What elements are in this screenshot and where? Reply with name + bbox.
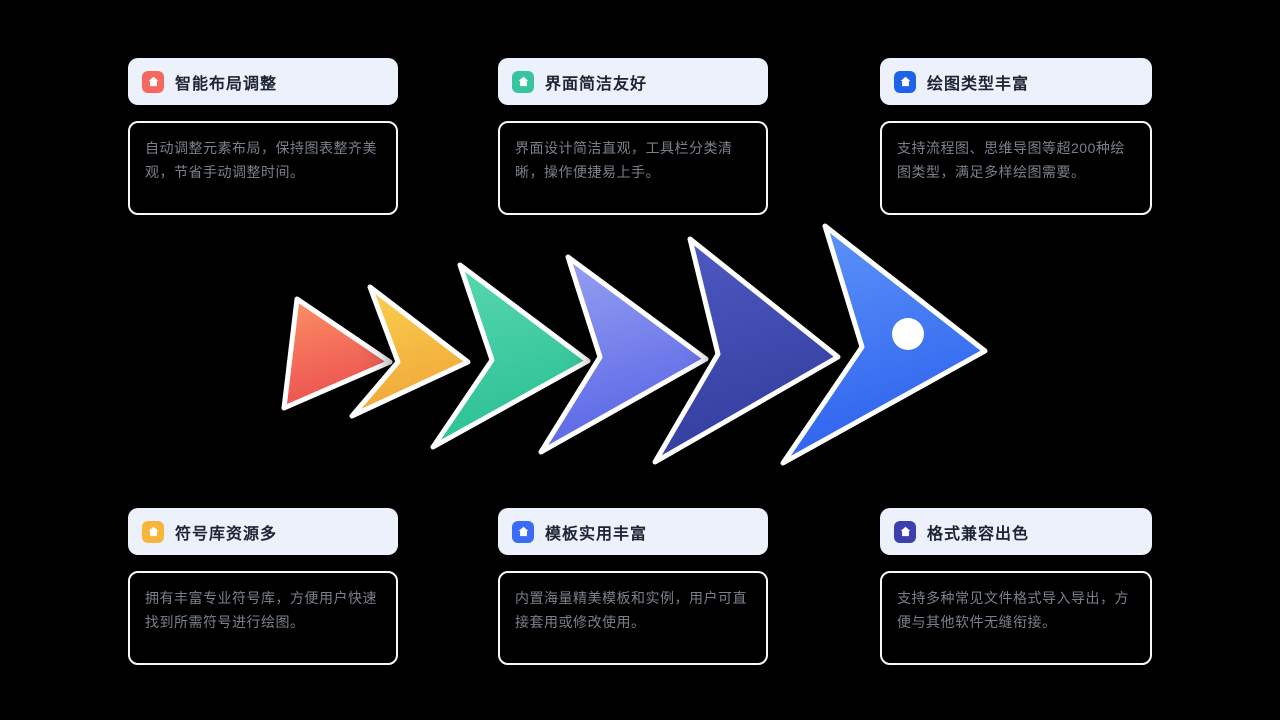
home-icon xyxy=(142,520,164,543)
feature-card-smart-layout: 智能布局调整 自动调整元素布局，保持图表整齐美观，节省手动调整时间。 xyxy=(128,58,398,215)
feature-title: 绘图类型丰富 xyxy=(927,75,1030,93)
feature-description: 拥有丰富专业符号库，方便用户快速找到所需符号进行绘图。 xyxy=(128,571,398,665)
home-icon xyxy=(512,70,534,93)
feature-card-header: 绘图类型丰富 xyxy=(880,58,1152,105)
feature-card-header: 界面简洁友好 xyxy=(498,58,768,105)
arrow-yellow xyxy=(349,284,471,419)
feature-description: 支持流程图、思维导图等超200种绘图类型，满足多样绘图需要。 xyxy=(880,121,1152,215)
feature-title: 模板实用丰富 xyxy=(545,525,648,543)
home-icon xyxy=(142,70,164,93)
arrow-coral xyxy=(281,296,393,411)
feature-card-header: 格式兼容出色 xyxy=(880,508,1152,555)
feature-card-header: 符号库资源多 xyxy=(128,508,398,555)
feature-card-simple-ui: 界面简洁友好 界面设计简洁直观，工具栏分类清晰，操作便捷易上手。 xyxy=(498,58,768,215)
feature-title: 智能布局调整 xyxy=(175,75,278,93)
feature-card-symbol-library: 符号库资源多 拥有丰富专业符号库，方便用户快速找到所需符号进行绘图。 xyxy=(128,508,398,665)
home-icon xyxy=(894,520,916,543)
arrow-periwinkle xyxy=(538,254,709,455)
feature-card-templates: 模板实用丰富 内置海量精美模板和实例，用户可直接套用或修改使用。 xyxy=(498,508,768,665)
feature-description: 界面设计简洁直观，工具栏分类清晰，操作便捷易上手。 xyxy=(498,121,768,215)
feature-description: 内置海量精美模板和实例，用户可直接套用或修改使用。 xyxy=(498,571,768,665)
arrow-indigo xyxy=(652,236,841,465)
arrow-teal xyxy=(430,262,591,450)
feature-card-format-compatibility: 格式兼容出色 支持多种常见文件格式导入导出，方便与其他软件无缝衔接。 xyxy=(880,508,1152,665)
feature-title: 界面简洁友好 xyxy=(545,75,648,93)
arrow-blue xyxy=(780,223,988,466)
arrow-eye-dot xyxy=(892,318,924,350)
feature-card-header: 智能布局调整 xyxy=(128,58,398,105)
feature-title: 格式兼容出色 xyxy=(927,525,1030,543)
feature-description: 自动调整元素布局，保持图表整齐美观，节省手动调整时间。 xyxy=(128,121,398,215)
feature-card-diagram-types: 绘图类型丰富 支持流程图、思维导图等超200种绘图类型，满足多样绘图需要。 xyxy=(880,58,1152,215)
feature-description: 支持多种常见文件格式导入导出，方便与其他软件无缝衔接。 xyxy=(880,571,1152,665)
home-icon xyxy=(894,70,916,93)
feature-card-header: 模板实用丰富 xyxy=(498,508,768,555)
home-icon xyxy=(512,520,534,543)
feature-title: 符号库资源多 xyxy=(175,525,278,543)
